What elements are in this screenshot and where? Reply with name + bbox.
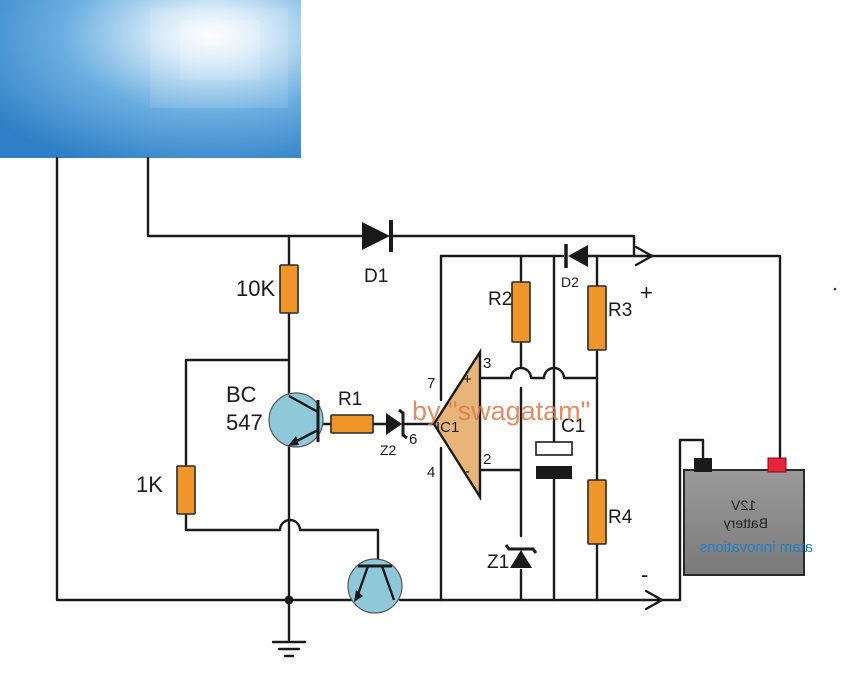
label-r1: R1	[338, 389, 362, 410]
label-r4: R4	[608, 507, 633, 528]
brand-mirrored: atam innovations	[700, 539, 813, 556]
resistor-1k	[176, 465, 196, 515]
battery-name: Battery	[724, 515, 768, 531]
brand-text: atam innovations	[700, 539, 813, 556]
pin-7: 7	[427, 375, 435, 392]
stray-dot	[833, 287, 837, 291]
resistor-r2	[511, 281, 531, 343]
terminal-plus-label: +	[640, 280, 653, 305]
label-z2: Z2	[380, 442, 397, 458]
solar-panel-icon	[0, 0, 301, 158]
pin-6: 6	[409, 431, 417, 448]
resistor-r3	[587, 285, 607, 351]
label-1k: 1K	[136, 472, 163, 497]
diode-d2-icon	[564, 244, 588, 268]
zener-z1-icon	[504, 544, 538, 568]
pin-2: 2	[483, 451, 491, 468]
ground-icon	[271, 640, 307, 658]
label-10k: 10K	[236, 276, 275, 301]
label-r3: R3	[608, 300, 632, 321]
resistor-10k	[279, 264, 299, 314]
wiring	[55, 156, 782, 642]
pin-minus: -	[465, 463, 470, 480]
label-547: 547	[226, 410, 263, 435]
label-bc: BC	[226, 382, 257, 407]
resistor-r1	[330, 414, 374, 434]
pnp-transistor-icon	[347, 558, 403, 614]
label-c1: C1	[561, 416, 585, 437]
pin-4: 4	[427, 464, 435, 481]
label-d2: D2	[561, 274, 579, 290]
battery-label-mirrored: 12V Battery	[724, 497, 768, 531]
diode-d1-icon	[362, 220, 393, 252]
battery-voltage: 12V	[730, 497, 756, 513]
zener-z2-icon	[386, 408, 408, 440]
terminal-minus-label: -	[641, 562, 648, 587]
opamp-icon	[432, 347, 482, 502]
label-r2: R2	[488, 289, 512, 310]
label-d1: D1	[364, 266, 388, 287]
capacitor-icon	[535, 441, 573, 479]
junction-dot	[284, 595, 294, 605]
pin-plus: +	[463, 371, 472, 388]
terminal-arrows	[634, 245, 664, 611]
label-ic1: IC1	[436, 419, 459, 436]
npn-transistor-icon	[268, 392, 324, 448]
pin-3: 3	[483, 355, 491, 372]
battery-icon	[683, 457, 805, 576]
resistor-r4	[587, 479, 607, 545]
watermark-text: by "swagatam"	[412, 396, 590, 426]
label-z1: Z1	[487, 552, 509, 573]
